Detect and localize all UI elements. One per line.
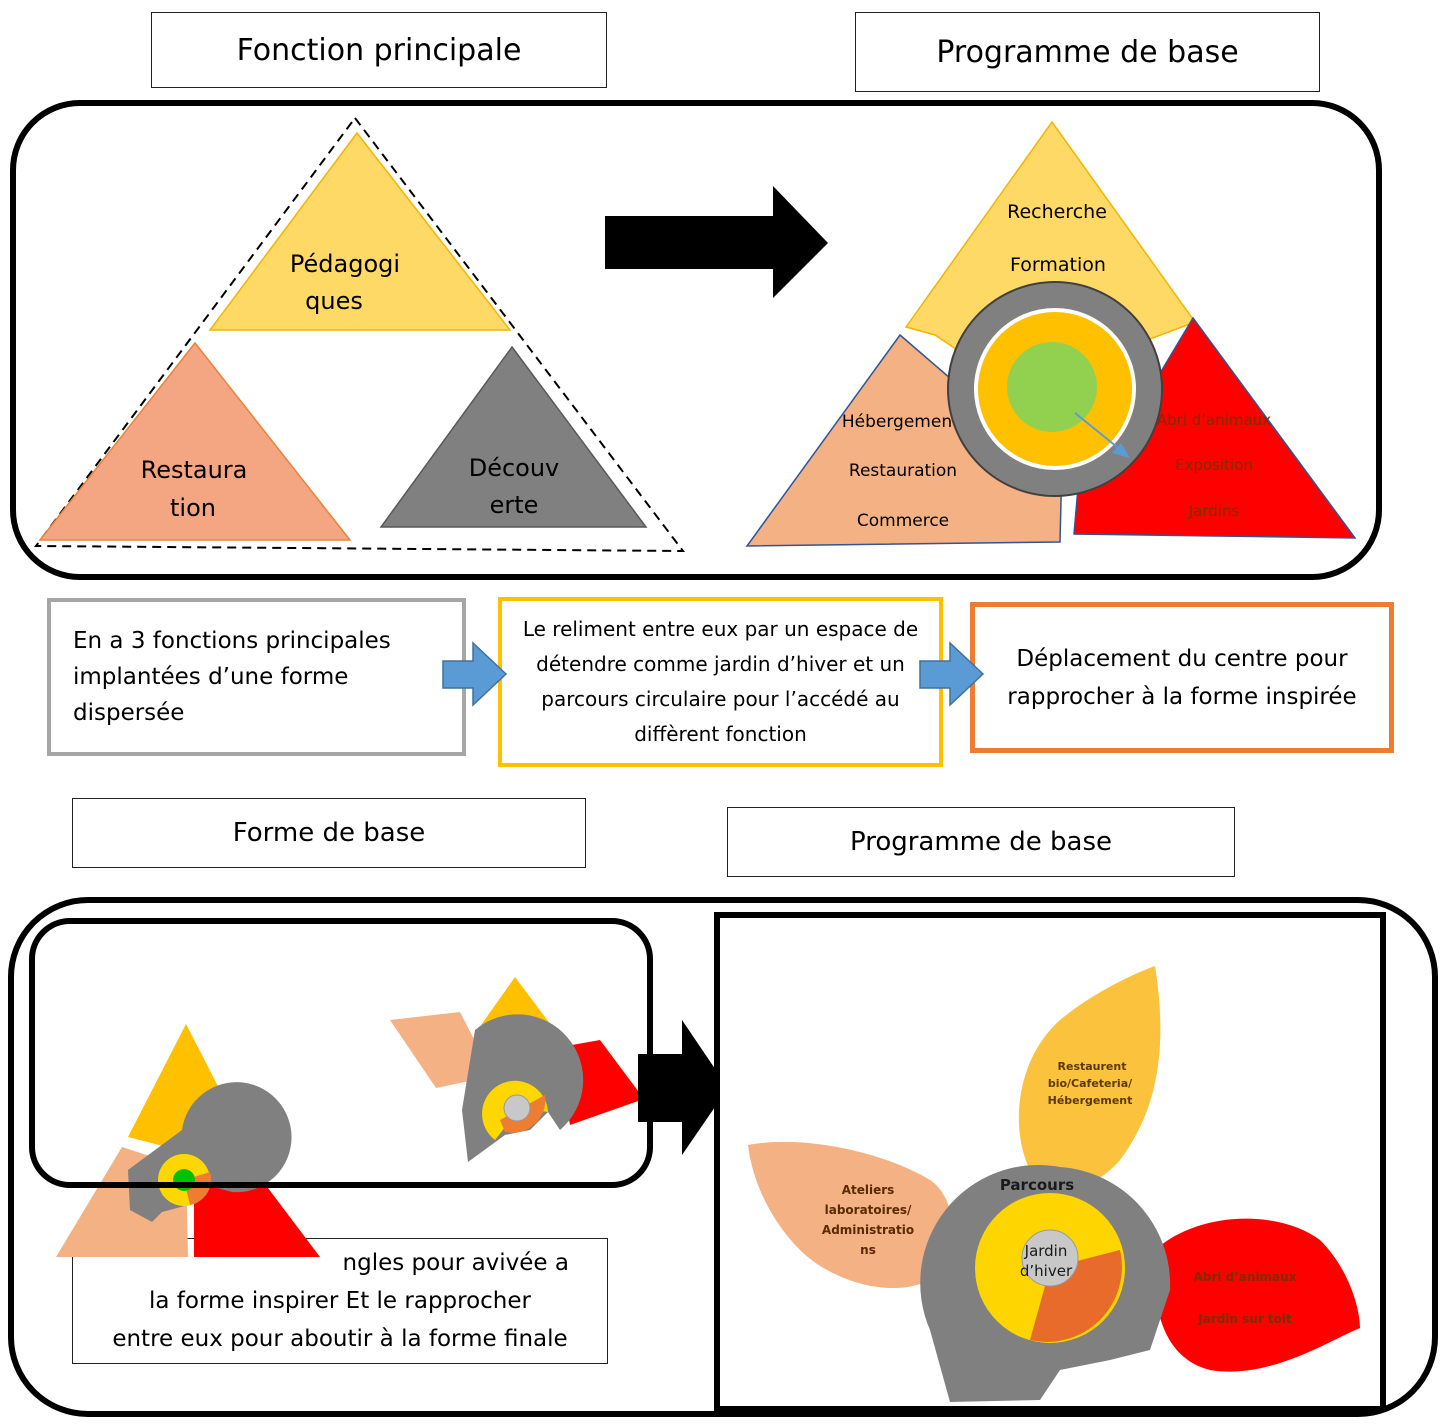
top-diagram: Pédagogi ques Restaura tion Découv erte … xyxy=(34,116,1357,553)
note-rapprocher-line3: entre eux pour aboutir à la forme finale xyxy=(112,1326,568,1352)
jardin-label-2: d’hiver xyxy=(1020,1262,1073,1280)
triangle-restauration xyxy=(38,341,352,541)
triangle-pedagogiques xyxy=(208,131,512,331)
parcours-label: Parcours xyxy=(1000,1176,1074,1194)
blue-arrow-right-2 xyxy=(919,641,985,707)
program-label-hebergement: Hébergemen xyxy=(842,412,952,432)
note-reliment: Le reliment entre eux par un espace de d… xyxy=(498,597,943,767)
label-restauration-1: Restaura xyxy=(141,456,248,484)
petal-top-restaurant-full xyxy=(1018,966,1161,1188)
bottom-frame xyxy=(8,897,1438,1417)
petal-top-label-2: bio/Cafeteria/ xyxy=(1048,1077,1133,1090)
label-restauration-2: tion xyxy=(170,494,216,522)
program-label-recherche: Recherche xyxy=(1007,201,1107,223)
jardin-label-1: Jardin xyxy=(1024,1242,1068,1260)
note-deplacement: Déplacement du centre pour rapprocher à … xyxy=(970,602,1394,753)
petal-right-label-1: Abri d’animaux xyxy=(1194,1270,1297,1284)
top-frame xyxy=(10,100,1382,580)
program-label-exposition: Exposition xyxy=(1175,456,1253,474)
note-reliment-text: Le reliment entre eux par un espace de d… xyxy=(522,617,919,746)
petal-left-label-1: Ateliers xyxy=(842,1183,895,1197)
petal-left-label-3: Administratio xyxy=(822,1223,914,1237)
spiral-gray-inner xyxy=(974,1268,1020,1390)
label-pedagogiques-2: ques xyxy=(305,287,363,315)
header-programme-de-base-bottom: Programme de base xyxy=(727,807,1235,877)
petal-right-abri xyxy=(1154,1218,1360,1372)
program-label-restauration: Restauration xyxy=(849,461,957,481)
note-rapprocher-line1: ngles pour avivée a xyxy=(342,1250,569,1276)
forme-petals-small xyxy=(390,977,644,1162)
petal-left-label-2: laboratoires/ xyxy=(825,1203,912,1217)
note-arrows xyxy=(442,641,985,707)
black-arrow-top xyxy=(605,186,828,298)
triangle-decouverte xyxy=(379,345,648,528)
blue-arrow-head xyxy=(1112,443,1130,458)
dashed-outline-triangle xyxy=(34,116,686,553)
note-three-functions: En a 3 fonctions principales implantées … xyxy=(47,598,466,756)
note-three-functions-text: En a 3 fonctions principales implantées … xyxy=(73,628,391,726)
program-label-jardins: Jardins xyxy=(1188,502,1240,520)
program-label-formation: Formation xyxy=(1010,254,1106,276)
note-deplacement-text: Déplacement du centre pour rapprocher à … xyxy=(1007,645,1357,710)
note-rapprocher: ngles pour avivée a la forme inspirer Et… xyxy=(72,1238,608,1364)
program-label-commerce: Commerce xyxy=(857,511,949,531)
small-center-gray xyxy=(503,1094,531,1122)
inner-left-frame xyxy=(29,918,653,1188)
program-center-green xyxy=(1007,342,1097,432)
header-fonction-principale: Fonction principale xyxy=(151,12,607,88)
header-forme-de-base: Forme de base xyxy=(72,798,586,868)
label-decouverte-1: Découv xyxy=(469,454,560,482)
blue-arrow-line xyxy=(1074,412,1123,452)
petal-top-label-3: Hébergement xyxy=(1048,1094,1133,1107)
label-pedagogiques-1: Pédagogi xyxy=(290,250,400,278)
petal-right-label-2: Jardin sur toit xyxy=(1197,1312,1292,1326)
note-rapprocher-line2: la forme inspirer Et le rapprocher xyxy=(148,1288,531,1314)
black-arrow-bottom xyxy=(638,1020,728,1155)
header-programme-de-base-top: Programme de base xyxy=(855,12,1320,92)
petal-top-label-1: Restaurent xyxy=(1058,1060,1127,1073)
petal-left-ateliers xyxy=(748,1141,953,1289)
small-petal-left xyxy=(390,1012,493,1088)
program-label-abri: Abri d’animaux xyxy=(1157,411,1271,429)
petal-left-label-4: ns xyxy=(860,1243,876,1257)
forme-triangles-composite xyxy=(56,1024,320,1257)
blue-arrow-right-1 xyxy=(442,641,508,707)
label-decouverte-2: erte xyxy=(490,491,539,519)
spiral-center-gray xyxy=(1021,1229,1079,1287)
